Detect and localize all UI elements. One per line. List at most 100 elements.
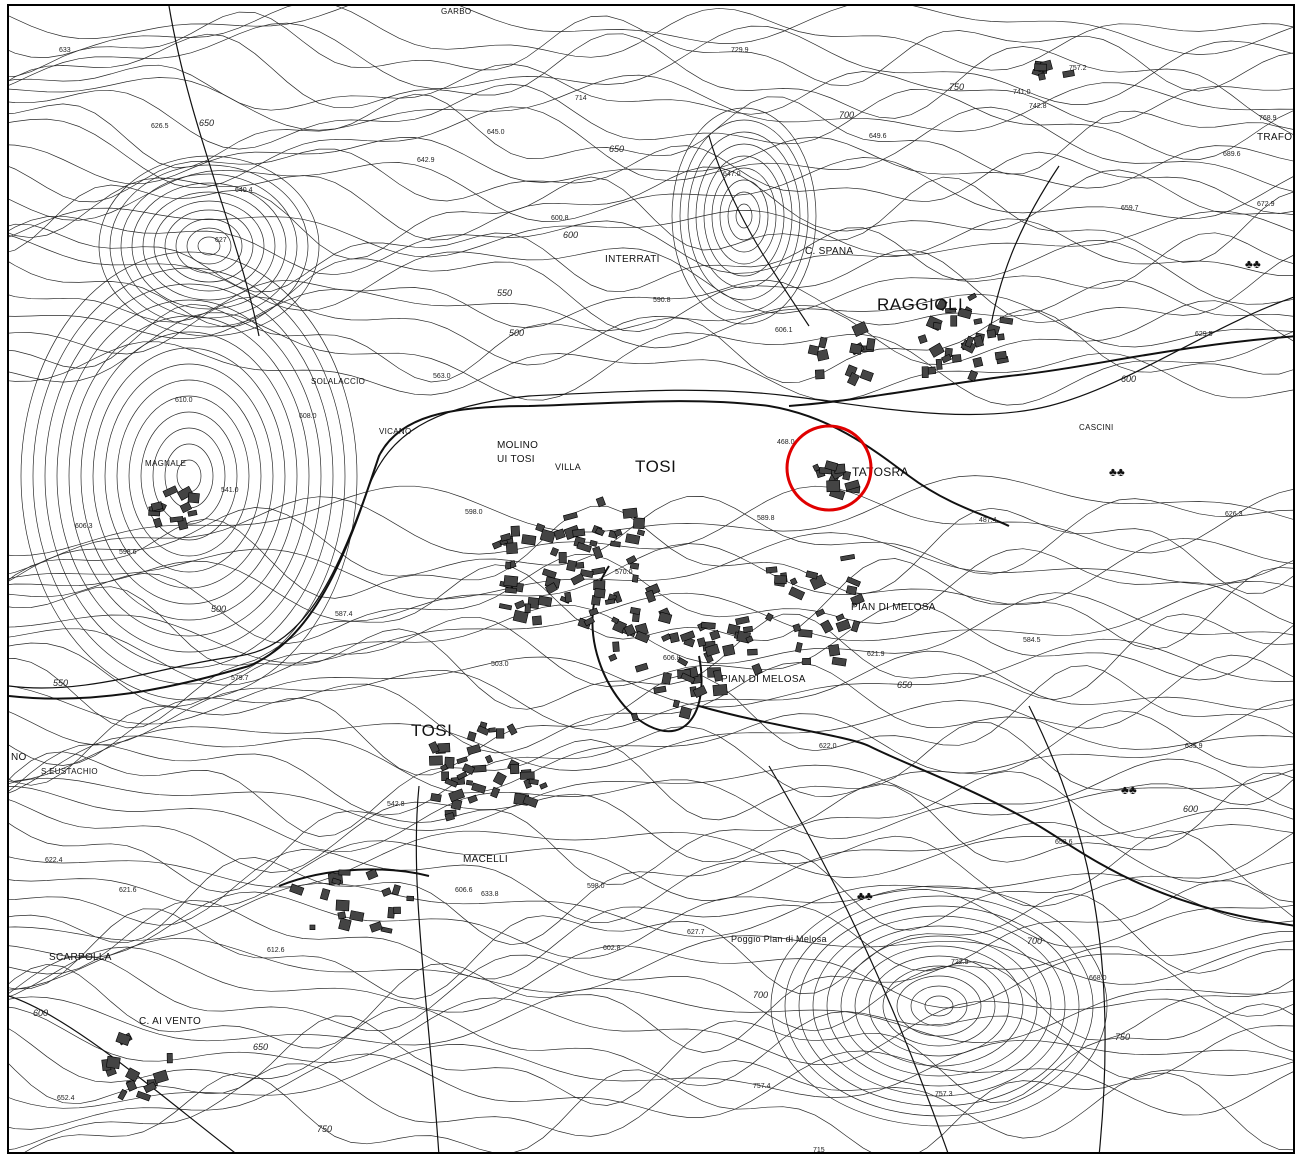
contour-line [9, 166, 1293, 241]
contour-line [32, 267, 346, 685]
building [429, 755, 443, 766]
label-sant-eustachio: S.EUSTACHIO [41, 767, 98, 776]
road-southwest [278, 868, 430, 887]
contour-line [142, 191, 276, 301]
road-main [9, 400, 1010, 700]
building [661, 672, 672, 685]
stream-main [9, 296, 1293, 689]
building [521, 534, 537, 546]
building [444, 812, 455, 822]
building [505, 542, 518, 555]
building [187, 492, 200, 504]
building [630, 712, 639, 722]
contour-line [840, 935, 1038, 1077]
contour-line [9, 638, 1293, 725]
building [539, 528, 556, 544]
contour-line [9, 176, 1293, 263]
elevation-label: 503.0 [491, 661, 509, 668]
building [658, 611, 673, 625]
elevation-label: 606.1 [775, 327, 793, 334]
building [143, 1081, 157, 1094]
building [935, 358, 943, 370]
contour-label: 750 [1115, 1032, 1130, 1042]
building [611, 616, 620, 625]
elevation-label: 598.6 [119, 549, 137, 556]
building [859, 369, 874, 382]
building [986, 329, 997, 339]
building [391, 884, 401, 896]
label-tosi-north: TOSI [635, 457, 676, 476]
contour-line [109, 164, 309, 328]
building [428, 741, 440, 754]
building [466, 744, 482, 756]
building [549, 547, 559, 557]
building [476, 725, 490, 736]
building [634, 630, 650, 644]
contour-label: 650 [199, 118, 214, 128]
label-tosi-south: TOSI [411, 721, 452, 740]
contour-line [9, 145, 1293, 214]
building [544, 582, 558, 595]
contour-line [175, 218, 243, 274]
label-poggio-pian-di-melosa: Poggio Pian di Melosa [731, 934, 827, 944]
contour-line [120, 173, 298, 319]
building [492, 771, 507, 786]
building [850, 619, 861, 633]
contour-line [695, 143, 793, 289]
building [406, 895, 415, 902]
tree-icon: ♣♣ [857, 889, 873, 903]
road-east [788, 335, 1293, 407]
building [448, 788, 466, 803]
contour-line [80, 331, 298, 621]
ridge-north [708, 135, 810, 327]
building [696, 637, 707, 648]
building [709, 629, 721, 641]
contour-line [9, 988, 1293, 1046]
elevation-label: 610.0 [175, 397, 193, 404]
building [941, 353, 952, 364]
building [166, 1053, 173, 1064]
building [964, 335, 975, 348]
building [510, 525, 521, 537]
contour-line [896, 975, 982, 1037]
contour-line [44, 283, 334, 669]
contour-line [9, 700, 1293, 782]
contour-line [9, 1060, 1293, 1150]
building [440, 763, 449, 772]
building [1037, 72, 1046, 81]
contour-line [9, 602, 1293, 708]
building [622, 507, 638, 519]
building [349, 910, 365, 922]
building [722, 643, 736, 657]
building [117, 1088, 128, 1101]
label-trafo: TRAFO [1257, 132, 1292, 143]
label-magnale: MAGNALE [145, 459, 186, 468]
contour-label: 500 [509, 328, 524, 338]
contour-line [9, 505, 1293, 599]
building [456, 756, 468, 765]
contour-line [197, 236, 221, 256]
contour-line [9, 475, 1293, 557]
building [846, 372, 860, 387]
building [522, 795, 539, 808]
elevation-label: 689.6 [1223, 151, 1241, 158]
elevation-label: 598.0 [587, 883, 605, 890]
contour-line [9, 1050, 1293, 1130]
building [849, 342, 863, 355]
contour-line [735, 203, 753, 229]
contour-line [9, 136, 1293, 189]
label-ui-tosi: UI TOSI [497, 454, 535, 465]
building [148, 510, 161, 517]
label-macelli: MACELLI [463, 854, 508, 865]
contour-line [671, 107, 817, 325]
building [625, 555, 637, 565]
building [162, 485, 179, 498]
contour-line [9, 721, 1293, 837]
contour-label: 600 [1183, 804, 1198, 814]
elevation-label: 602.8 [603, 945, 621, 952]
elevation-label: 647.0 [723, 171, 741, 178]
building [125, 1079, 138, 1092]
contour-line [9, 764, 1293, 831]
contour-line [9, 772, 1293, 893]
building [636, 529, 646, 537]
